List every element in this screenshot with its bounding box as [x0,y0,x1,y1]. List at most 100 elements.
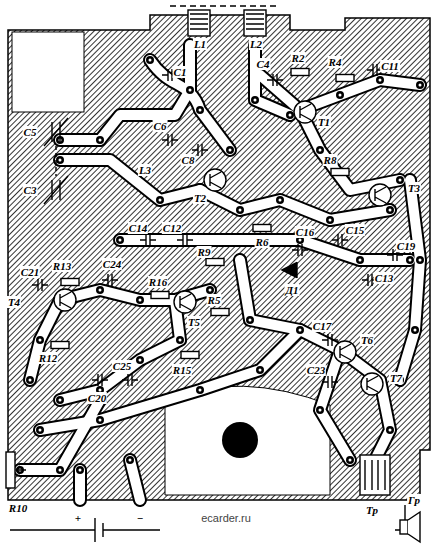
resistor-symbol [253,225,271,232]
pad-hole [119,239,122,242]
solder-pad [396,176,404,184]
pad-hole [419,84,422,87]
capacitor-symbol [122,374,138,386]
part-label: C6 [153,120,168,132]
solder-pad [376,76,384,84]
resistor-symbol [206,259,224,266]
solder-pad [236,206,244,214]
transistor-leads [375,187,386,203]
solder-pad [76,466,84,474]
solder-pad [156,196,164,204]
transistor-symbol [361,373,383,395]
part-label: R15 [172,364,192,376]
transformer-core [365,460,385,490]
speaker-cone [408,512,420,542]
coil-winding [246,14,264,29]
diode-symbol [282,262,297,278]
resistor-symbol [181,352,199,359]
transistor-symbol [334,341,356,363]
pad-hole [254,99,257,102]
watermark: ecarder.ru [200,512,252,524]
pad-hole [389,429,392,432]
potentiometer [6,452,15,488]
solder-pad [336,91,344,99]
pad-hole [379,79,382,82]
part-label: L1 [193,38,207,50]
part-label: T3 [407,182,421,194]
solder-pad [146,56,154,64]
solder-pad [326,216,334,224]
part-label: C24 [102,258,122,270]
pad-hole [399,179,402,182]
solder-pad [96,286,104,294]
capacitor-symbol [322,334,338,346]
part-label: C16 [295,226,315,238]
capacitor-symbol [102,274,118,286]
resistor-symbol [211,309,229,316]
variable-capacitor [44,118,68,146]
resistor-symbol [336,75,354,82]
part-label: T6 [360,334,374,346]
pad-hole [329,219,332,222]
pad-hole [59,159,62,162]
capacitor-symbol [162,134,178,146]
pad-hole [159,199,162,202]
part-label: Гр [407,494,421,506]
part-label: R13 [52,260,72,272]
part-label: Tр [365,504,379,516]
resistor-symbol [151,292,169,299]
solder-pad [126,456,134,464]
part-label: C21 [20,266,40,278]
pad-hole [239,209,242,212]
part-label: C11 [380,60,400,72]
part-label: + [74,512,82,524]
solder-pad [286,111,294,119]
pad-hole [319,149,322,152]
part-label: C3 [23,184,38,196]
pad-hole [359,259,362,262]
part-label: R6 [255,236,270,248]
capacitor-symbol [322,376,338,388]
solder-pad [56,396,64,404]
solder-pad [411,326,419,334]
solder-pad [136,296,144,304]
pads [16,56,424,474]
pad-hole [209,289,212,292]
solder-pad [316,406,324,414]
part-label: T2 [193,192,207,204]
transistor-leads [210,172,221,188]
pad-hole [259,369,262,372]
pad-hole [99,419,102,422]
pad-hole [419,259,422,262]
resistor-symbol [51,342,69,349]
part-label: C20 [87,392,107,404]
transistor-leads [367,376,378,392]
speaker [400,520,408,534]
solder-pad [196,386,204,394]
pad-hole [59,469,62,472]
transistor-symbol [54,289,76,311]
part-label: C17 [312,320,332,332]
transistor-symbol [369,184,391,206]
pad-hole [199,109,202,112]
part-label: − [136,512,145,524]
solder-pad [36,336,44,344]
part-label: C14 [128,222,148,234]
board-cutout [12,32,84,112]
pad-hole [99,139,102,142]
pad-hole [389,209,392,212]
part-label: C13 [374,272,394,284]
pad-hole [139,359,142,362]
gang-link [55,146,56,176]
pad-hole [349,459,352,462]
part-label: R12 [38,352,58,364]
solder-pad [176,336,184,344]
pad-hole [299,329,302,332]
solder-pad [206,286,214,294]
capacitor-symbol [292,244,308,256]
pad-hole [279,199,282,202]
pad-hole [289,114,292,117]
transistor-leads [300,104,311,120]
solder-pad [56,156,64,164]
